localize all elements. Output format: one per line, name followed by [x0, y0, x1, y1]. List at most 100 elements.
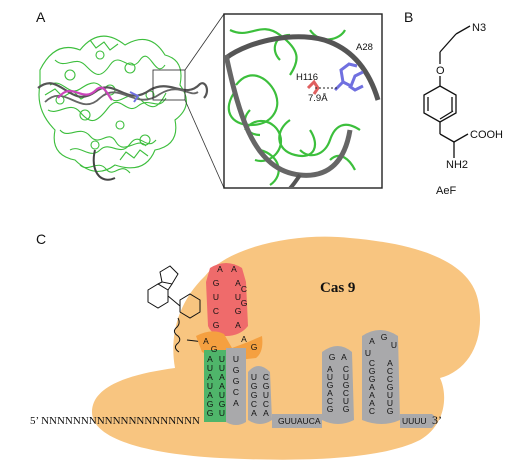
red-hairpin-nt: A	[231, 264, 237, 274]
label-distance: 7.9Å	[308, 93, 328, 104]
red-hairpin-nt: G	[235, 306, 242, 316]
dna-strand-magenta	[57, 86, 113, 101]
gray-small-nt: G	[233, 365, 240, 375]
orange-loop-nt: G	[251, 342, 258, 352]
gray-stem2-nt: C	[251, 399, 257, 409]
callout-line-bottom	[184, 99, 225, 189]
gray-mid-nt: C	[343, 364, 349, 374]
green-stem-nt: U	[219, 390, 225, 400]
green-stem-nt: U	[207, 381, 213, 391]
gray-stem2-nt: U	[263, 390, 269, 400]
gray-small-nt: A	[233, 398, 239, 408]
gray-right-nt: U	[391, 340, 397, 350]
red-hairpin-nt: G	[213, 320, 220, 330]
gray-stem2-nt: G	[263, 381, 270, 391]
label-h116: H116	[296, 72, 318, 83]
atom-oxygen: O	[436, 65, 445, 77]
gray-mid-nt: A	[341, 352, 347, 362]
orange-loop-nt: G	[211, 344, 218, 354]
gray-stem2-nt: A	[263, 408, 269, 418]
orange-loop-nt: A	[203, 336, 209, 346]
gray-right-nt: C	[369, 358, 375, 368]
gray-right-nt: U	[365, 348, 371, 358]
gray-right-nt: A	[369, 336, 375, 346]
panel-c-letter: C	[36, 231, 46, 247]
gray-linker	[272, 414, 322, 428]
residue-h116-sticks	[306, 79, 320, 95]
gray-right-nt: G	[381, 332, 388, 342]
gray-right-nt: G	[387, 406, 394, 416]
panel-a-letter: A	[36, 9, 46, 25]
gray-mid-nt: G	[329, 352, 336, 362]
green-stem-nt: U	[219, 354, 225, 364]
label-a28: A28	[356, 42, 373, 53]
green-stem-nt: A	[207, 372, 213, 382]
green-stem-nt: A	[207, 390, 213, 400]
green-stem-highlight	[204, 350, 226, 422]
red-hairpin-nt: G	[213, 278, 220, 288]
atom-acid: COOH	[470, 129, 503, 141]
gray-mid-nt: G	[327, 404, 334, 414]
aef-label: AeF	[436, 185, 456, 197]
red-hairpin-nt: U	[213, 292, 219, 302]
gray-right-nt: A	[369, 382, 375, 392]
gray-stem2-nt: A	[251, 408, 257, 418]
gray-small-nt: G	[233, 376, 240, 386]
red-hairpin-nt: C	[213, 306, 219, 316]
cas9-structure-overview	[37, 35, 209, 181]
gray-mid-nt: G	[327, 380, 334, 390]
gray-stem-1	[226, 348, 246, 425]
gray-mid-nt: A	[327, 388, 333, 398]
gray-mid-nt: U	[327, 372, 333, 382]
orange-loop-nt: A	[241, 334, 247, 344]
gray-mid-nt: A	[327, 364, 333, 374]
gray-right-nt: A	[369, 398, 375, 408]
dna-strand-dark	[37, 82, 209, 99]
green-stem-nt: G	[207, 408, 214, 418]
crosslinker-molecule	[147, 265, 205, 353]
gray-right-nt: G	[387, 382, 394, 392]
gray-right-nt: G	[369, 374, 376, 384]
gray-stem2-nt: U	[251, 372, 257, 382]
five-prime-end: 5’ NNNNNNNNNNNNNNNNNNNN	[30, 415, 200, 427]
red-hairpin-nt: A	[235, 320, 241, 330]
gray-right-nt: C	[369, 406, 375, 416]
tail-sequence: UUUU	[402, 416, 427, 426]
dna-tail	[92, 149, 116, 181]
red-hairpin-nt: U	[235, 292, 241, 302]
callout-line-top	[184, 13, 225, 71]
green-stem-nt: G	[219, 399, 226, 409]
zoom-dna-strand-2	[225, 54, 353, 178]
linker-sequence: GUUAUCA	[278, 416, 321, 426]
gray-stem-3	[322, 346, 354, 424]
gray-small-nt: C	[233, 387, 239, 397]
atom-azide: N3	[472, 22, 486, 34]
gray-right-nt: U	[387, 398, 393, 408]
red-hairpin-nt: C	[241, 284, 247, 294]
gray-right-nt: A	[369, 390, 375, 400]
gray-right-nt: A	[387, 358, 393, 368]
cas9-label: Cas 9	[320, 280, 355, 296]
three-prime-end: 3’	[432, 413, 442, 427]
gray-mid-nt: C	[327, 396, 333, 406]
zoom-panel: H116 A28 7.9Å	[223, 13, 383, 189]
red-hairpin-nt: A	[235, 278, 241, 288]
green-stem-nt: U	[219, 363, 225, 373]
gray-stem-4	[362, 330, 400, 424]
gray-stem2-nt: C	[263, 399, 269, 409]
protein-ribbon-cloud	[38, 35, 187, 174]
gray-mid-nt: G	[343, 380, 350, 390]
gray-mid-nt: U	[343, 372, 349, 382]
green-stem-nt: A	[207, 354, 213, 364]
green-stem-nt: G	[207, 399, 214, 409]
gray-tail	[400, 414, 436, 428]
gray-stem2-nt: C	[263, 372, 269, 382]
gray-stem2-nt: G	[251, 390, 258, 400]
gray-mid-nt: G	[343, 404, 350, 414]
green-stem-nt: A	[219, 372, 225, 382]
atom-amine: NH2	[446, 159, 468, 171]
zoom-dna-strand	[225, 34, 381, 101]
gray-right-nt: G	[369, 366, 376, 376]
